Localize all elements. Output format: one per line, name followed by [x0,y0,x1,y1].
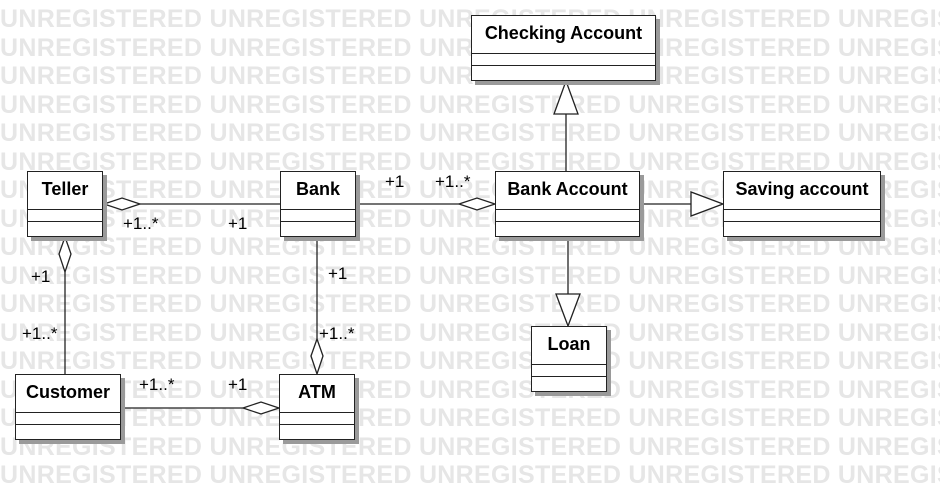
class-operations-compartment [724,222,880,234]
class-attributes-compartment [281,210,355,222]
multiplicity-bank-atm-bank-end: +1 [328,264,348,283]
class-attributes-compartment [496,210,639,222]
multiplicity-teller-bank-bank-end: +1 [228,214,248,233]
class-name: Bank [281,172,355,210]
class-operations-compartment [496,222,639,234]
class-saving-account[interactable]: Saving account [723,171,881,237]
class-operations-compartment [281,222,355,234]
class-name: Checking Account [472,16,655,54]
class-atm[interactable]: ATM [279,374,355,440]
class-teller[interactable]: Teller [27,171,103,237]
class-name: Teller [28,172,102,210]
class-checking-account[interactable]: Checking Account [471,15,656,81]
class-attributes-compartment [532,365,606,377]
multiplicity-customer-atm-customer-end: +1..* [139,375,175,394]
class-attributes-compartment [280,413,354,425]
multiplicity-bank-atm-atm-end: +1..* [319,324,355,343]
multiplicity-bank-bankaccount-bank-end: +1 [385,172,405,191]
saving-generalization-arrowhead [690,191,725,217]
class-name: Customer [16,375,120,413]
class-name: ATM [280,375,354,413]
teller-customer-aggregation-diamond [58,235,72,275]
class-attributes-compartment [28,210,102,222]
class-name: Bank Account [496,172,639,210]
class-bank[interactable]: Bank [280,171,356,237]
checking-generalization-arrowhead [553,79,579,115]
class-loan[interactable]: Loan [531,326,607,392]
class-attributes-compartment [724,210,880,222]
loan-generalization-arrowhead [555,293,581,328]
customer-atm-aggregation-diamond [240,401,282,415]
multiplicity-bank-bankaccount-bankaccount-end: +1..* [435,172,471,191]
class-name: Saving account [724,172,880,210]
class-operations-compartment [472,66,655,78]
bank-atm-aggregation-diamond [310,337,324,377]
multiplicity-customer-atm-atm-end: +1 [228,375,248,394]
class-bank-account[interactable]: Bank Account [495,171,640,237]
class-attributes-compartment [16,413,120,425]
class-operations-compartment [280,425,354,437]
class-operations-compartment [532,377,606,389]
class-operations-compartment [28,222,102,234]
multiplicity-teller-customer-customer-end: +1..* [22,324,58,343]
class-attributes-compartment [472,54,655,66]
multiplicity-teller-customer-teller-end: +1 [31,267,51,286]
class-operations-compartment [16,425,120,437]
teller-bank-aggregation-diamond [101,197,143,211]
class-name: Loan [532,327,606,365]
multiplicity-teller-bank-teller-end: +1..* [123,214,159,233]
class-customer[interactable]: Customer [15,374,121,440]
bank-bankaccount-aggregation-diamond [456,197,498,211]
